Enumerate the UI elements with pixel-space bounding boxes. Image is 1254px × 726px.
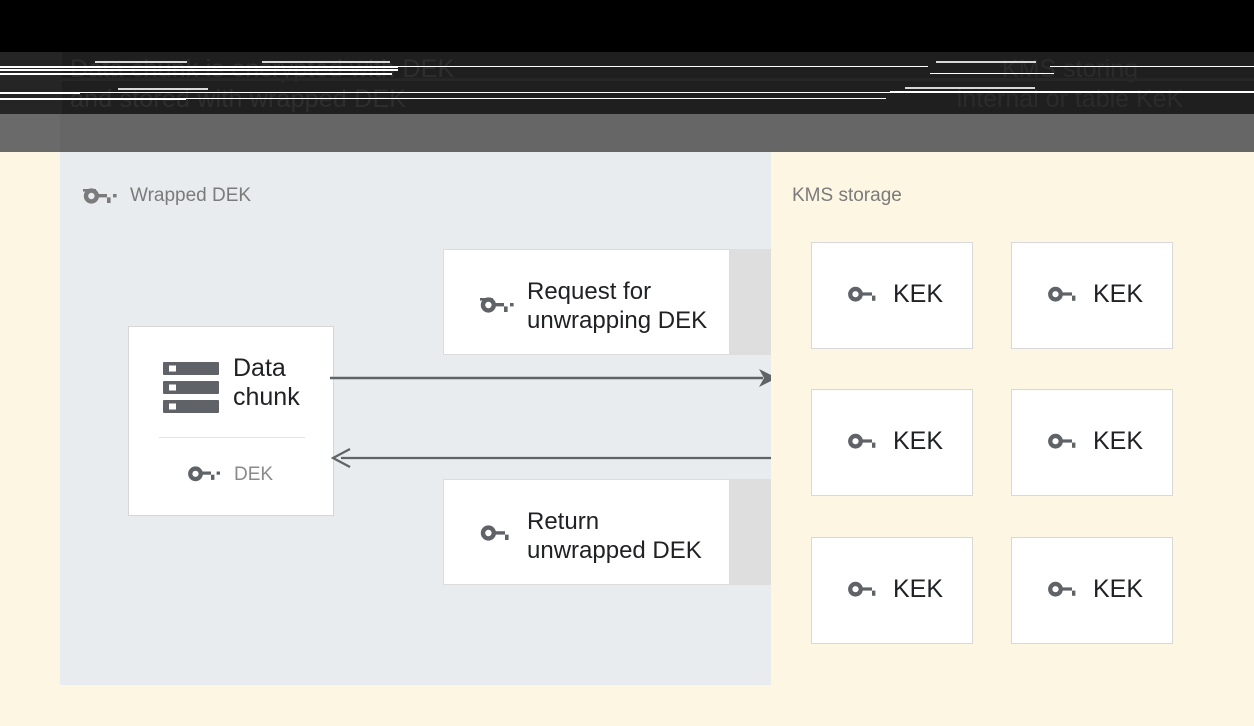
arrow-return-from-kms: [330, 448, 780, 468]
glitch-scanline: [936, 61, 1036, 63]
key-icon: [1045, 430, 1080, 454]
glitch-scanline: [262, 61, 390, 63]
glitch-scanline: [398, 66, 928, 67]
header-black-band: [0, 0, 1254, 52]
dek-label: DEK: [234, 464, 274, 485]
return-unwrapped-dek-card[interactable]: Return unwrapped DEK: [443, 479, 730, 585]
glitch-scanline: [905, 87, 1035, 89]
glitch-scanline: [0, 73, 392, 75]
data-chunk-card[interactable]: Data chunk DEK: [128, 326, 334, 516]
key-icon: [845, 430, 880, 454]
kek-label: KEK: [893, 575, 944, 603]
wrapped-key-icon: [477, 290, 515, 316]
glitch-scanline: [0, 92, 80, 94]
kek-label: KEK: [1093, 427, 1144, 455]
glitch-scanline: [0, 69, 398, 71]
header-grey-notch: [0, 114, 60, 152]
header-right-title: KMS storing internal or table KeK: [956, 55, 1184, 113]
wrapped-key-icon: [80, 181, 118, 207]
wrapped-dek-title: Wrapped DEK: [130, 185, 252, 206]
key-icon: [1045, 578, 1080, 602]
key-icon: [1045, 283, 1080, 307]
glitch-scanline: [118, 88, 208, 90]
glitch-scanline: [930, 73, 1054, 74]
glitch-scanline: [95, 61, 187, 63]
kek-label: KEK: [1093, 280, 1144, 308]
glitch-scanline: [1050, 66, 1254, 67]
glitch-scanline: [80, 92, 890, 93]
header-left-title: Data chunk is encrypted with DEK and sto…: [70, 55, 455, 113]
glitch-scanline: [186, 98, 886, 99]
kek-card[interactable]: KEK: [811, 537, 973, 644]
header-grey-band: [0, 114, 1254, 152]
glitch-scanline: [890, 91, 1254, 93]
request-unwrap-dek-label: Request for unwrapping DEK: [527, 278, 708, 334]
return-unwrapped-dek-label: Return unwrapped DEK: [527, 508, 702, 564]
arrow-request-to-kms: [330, 369, 777, 387]
kek-card[interactable]: KEK: [1011, 537, 1173, 644]
card-divider: [159, 437, 305, 438]
kek-card[interactable]: KEK: [1011, 389, 1173, 496]
glitch-scanline: [0, 78, 1254, 81]
key-icon: [845, 283, 880, 307]
kek-label: KEK: [893, 280, 944, 308]
kek-card[interactable]: KEK: [1011, 242, 1173, 349]
kms-storage-title: KMS storage: [792, 185, 902, 206]
kek-card[interactable]: KEK: [811, 242, 973, 349]
server-stack-icon: [163, 360, 219, 418]
kek-card[interactable]: KEK: [811, 389, 973, 496]
header-left-shade: [0, 52, 62, 114]
message-shade-bottom: [729, 479, 771, 585]
glitch-scanline: [0, 66, 398, 68]
key-icon: [477, 520, 515, 546]
key-icon: [185, 463, 220, 487]
data-chunk-label: Data chunk: [233, 354, 300, 411]
request-unwrap-dek-card[interactable]: Request for unwrapping DEK: [443, 249, 730, 355]
kek-label: KEK: [893, 427, 944, 455]
key-icon: [845, 578, 880, 602]
kek-label: KEK: [1093, 575, 1144, 603]
message-shade-top: [729, 249, 771, 355]
glitch-scanline: [0, 98, 186, 100]
header-dark-band: Data chunk is encrypted with DEK and sto…: [0, 52, 1254, 114]
